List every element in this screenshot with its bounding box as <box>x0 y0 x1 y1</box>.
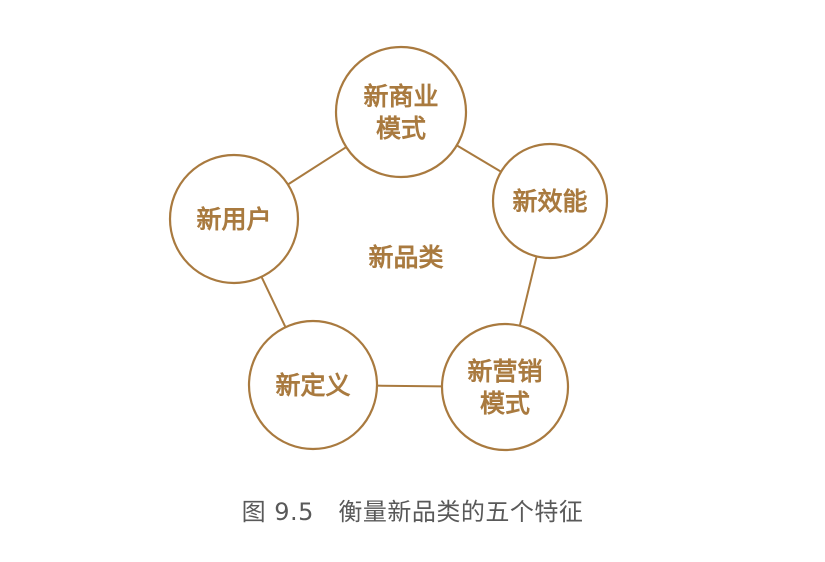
edge-business-model-efficiency <box>456 144 502 173</box>
center-label: 新品类 <box>368 243 444 272</box>
node-users: 新用户 <box>168 153 300 285</box>
node-definition: 新定义 <box>247 319 379 451</box>
node-circle <box>440 322 570 452</box>
edges <box>260 144 538 388</box>
edge-efficiency-marketing-model <box>518 256 538 327</box>
node-label: 模式 <box>480 389 530 418</box>
node-label: 新效能 <box>512 187 587 216</box>
node-circle <box>491 142 609 260</box>
node-label: 新营销 <box>467 357 542 386</box>
node-circle <box>247 319 379 451</box>
edge-users-business-model <box>287 146 347 186</box>
figure-number: 图 9.5 <box>241 498 314 526</box>
node-circle <box>334 45 468 179</box>
edge-definition-users <box>260 276 287 328</box>
figure-caption: 图 9.5 衡量新品类的五个特征 <box>0 492 825 527</box>
edge-marketing-model-definition <box>376 384 443 388</box>
node-label: 新定义 <box>275 371 350 400</box>
node-circle <box>168 153 300 285</box>
figure-title: 衡量新品类的五个特征 <box>338 498 584 526</box>
node-label: 模式 <box>376 114 426 143</box>
node-efficiency: 新效能 <box>491 142 609 260</box>
node-label: 新用户 <box>196 205 271 234</box>
node-label: 新商业 <box>363 82 438 111</box>
